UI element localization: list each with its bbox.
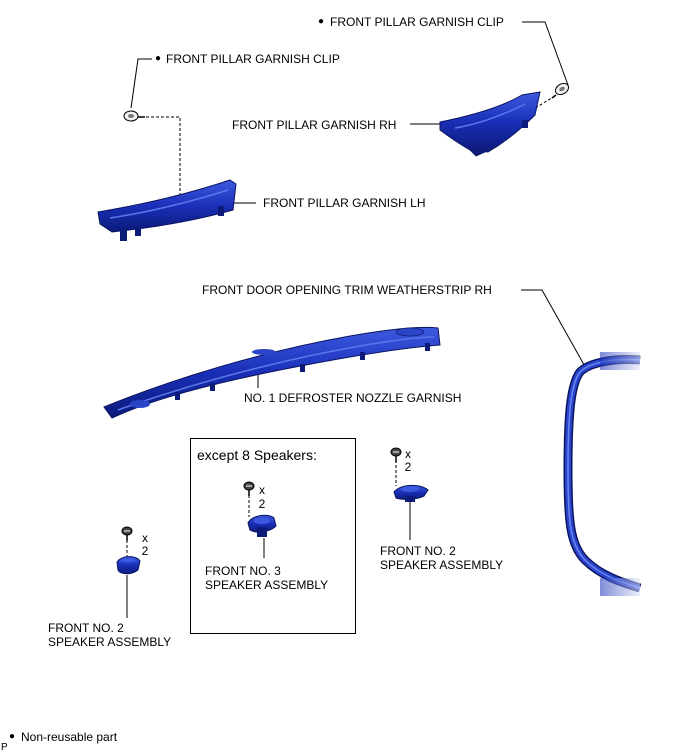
dash-clip-left bbox=[146, 116, 181, 198]
corner-mark: P bbox=[1, 742, 8, 753]
qty-x-speaker2-right: x bbox=[405, 447, 411, 461]
speaker2-right-screw bbox=[390, 447, 402, 462]
label-clip-left: FRONT PILLAR GARNISH CLIP bbox=[166, 52, 340, 66]
label-garnish-rh: FRONT PILLAR GARNISH RH bbox=[232, 118, 397, 132]
clip-right-bullet: ● bbox=[318, 16, 325, 27]
label-weatherstrip: FRONT DOOR OPENING TRIM WEATHERSTRIP RH bbox=[202, 283, 492, 297]
qty-x-speaker2-left: x bbox=[142, 531, 148, 545]
label-speaker3-line1: FRONT NO. 3 bbox=[205, 564, 281, 578]
leader-weatherstrip bbox=[521, 289, 588, 371]
qty-x-speaker3: x bbox=[259, 483, 265, 497]
pillar-garnish-rh-part bbox=[439, 91, 541, 157]
label-speaker2-left-line1: FRONT NO. 2 bbox=[48, 621, 124, 635]
label-clip-right: FRONT PILLAR GARNISH CLIP bbox=[330, 15, 504, 29]
legend-bullet: ● bbox=[9, 731, 16, 742]
label-speaker2-left-line2: SPEAKER ASSEMBLY bbox=[48, 635, 172, 649]
speaker3-screw bbox=[243, 481, 255, 496]
clip-left-part bbox=[123, 110, 145, 122]
label-speaker2-right-line2: SPEAKER ASSEMBLY bbox=[380, 558, 504, 572]
leader-lines bbox=[126, 21, 588, 618]
label-speaker3-line2: SPEAKER ASSEMBLY bbox=[205, 578, 329, 592]
speaker2-right-part bbox=[393, 484, 429, 502]
label-except-8-speakers: except 8 Speakers: bbox=[197, 447, 317, 463]
speaker3-part bbox=[247, 514, 277, 537]
qty-n-speaker3: 2 bbox=[258, 497, 266, 511]
speaker2-left-part bbox=[116, 556, 141, 575]
clip-left-bullet: ● bbox=[155, 53, 162, 64]
label-speaker2-right-line1: FRONT NO. 2 bbox=[380, 544, 456, 558]
legend-text: Non-reusable part bbox=[21, 730, 118, 744]
label-garnish-lh: FRONT PILLAR GARNISH LH bbox=[263, 196, 426, 210]
weatherstrip-part bbox=[563, 352, 642, 596]
qty-n-speaker2-left: 2 bbox=[141, 544, 149, 558]
leader-clip-left bbox=[130, 58, 152, 109]
except-8-speakers-box bbox=[190, 438, 356, 634]
pillar-garnish-lh-part bbox=[97, 179, 237, 241]
clip-right-part bbox=[551, 82, 570, 99]
defroster-garnish-part bbox=[103, 326, 441, 419]
qty-n-speaker2-right: 2 bbox=[404, 460, 412, 474]
label-defroster: NO. 1 DEFROSTER NOZZLE GARNISH bbox=[244, 391, 462, 405]
leader-clip-right bbox=[522, 21, 569, 86]
speaker2-left-screw bbox=[121, 526, 133, 541]
